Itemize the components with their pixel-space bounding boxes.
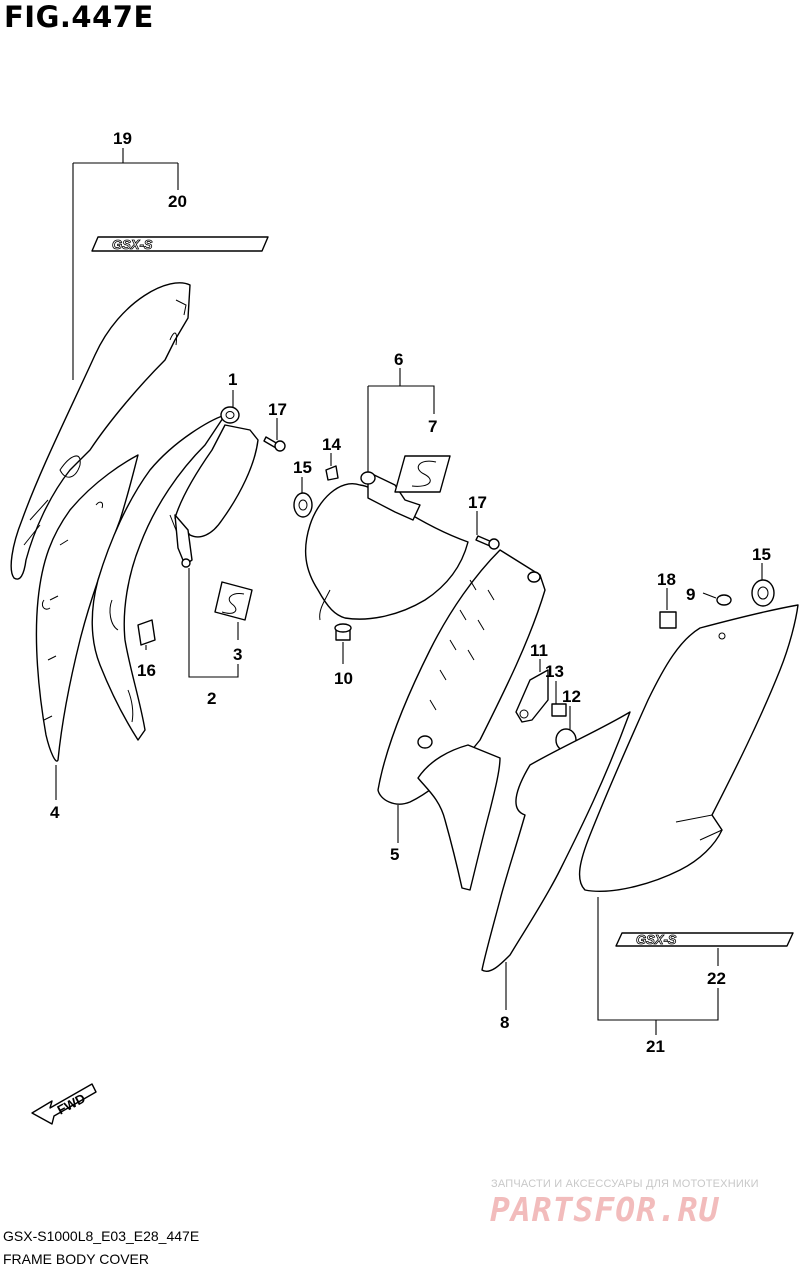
callout-4: 4 bbox=[50, 803, 60, 822]
watermark-site: PARTSFOR.RU bbox=[490, 1190, 720, 1229]
callout-15-center: 15 bbox=[293, 458, 312, 477]
part-10-bolt bbox=[334, 623, 352, 641]
callout-22: 22 bbox=[707, 969, 726, 988]
callout-9: 9 bbox=[686, 585, 695, 604]
callout-5: 5 bbox=[390, 845, 399, 864]
callout-16: 16 bbox=[137, 661, 156, 680]
part-20-gsxs-emblem: GSX-S bbox=[91, 236, 269, 252]
emblem-text-20: GSX-S bbox=[112, 237, 153, 252]
part-3-suzuki-emblem bbox=[214, 581, 253, 621]
part-5-front-panel bbox=[377, 549, 546, 891]
callout-3: 3 bbox=[233, 645, 242, 664]
watermark-tagline: ЗАПЧАСТИ И АКСЕССУАРЫ ДЛЯ МОТОТЕХНИКИ bbox=[491, 1178, 759, 1190]
callout-18: 18 bbox=[657, 570, 676, 589]
callout-13: 13 bbox=[545, 662, 564, 681]
leader-lines bbox=[55, 148, 763, 1035]
callout-21: 21 bbox=[646, 1037, 665, 1056]
part-16-cushion bbox=[137, 619, 156, 646]
part-1-grommet bbox=[220, 406, 240, 424]
part-2-inner-panel bbox=[91, 414, 259, 741]
callout-2: 2 bbox=[207, 689, 216, 708]
part-15-grommet-right bbox=[751, 579, 775, 607]
footer-model-code: GSX-S1000L8_E03_E28_447E bbox=[3, 1228, 200, 1244]
part-8-inner-cover bbox=[481, 711, 631, 972]
callout-17-left: 17 bbox=[268, 400, 287, 419]
part-22-gsxs-emblem: GSX-S bbox=[615, 932, 794, 947]
callout-19: 19 bbox=[113, 129, 132, 148]
callout-15-right: 15 bbox=[752, 545, 771, 564]
part-18-clip bbox=[659, 611, 677, 629]
part-11-bracket bbox=[515, 669, 549, 723]
callout-1: 1 bbox=[228, 370, 237, 389]
part-14-clip bbox=[325, 465, 339, 481]
part-13-screw bbox=[551, 703, 567, 717]
footer-section-name: FRAME BODY COVER bbox=[3, 1251, 149, 1267]
callout-10: 10 bbox=[334, 669, 353, 688]
part-21-right-cover bbox=[578, 604, 799, 892]
part-19-left-cover bbox=[10, 282, 191, 580]
part-17-screw-center bbox=[475, 535, 500, 550]
callouts: 19 20 1 17 14 15 6 7 17 15 18 9 3 16 10 … bbox=[50, 129, 771, 1056]
callout-8: 8 bbox=[500, 1013, 509, 1032]
emblem-text-22: GSX-S bbox=[636, 932, 677, 947]
part-17-screw-left bbox=[263, 436, 286, 452]
part-9-screw bbox=[716, 594, 732, 606]
callout-14: 14 bbox=[322, 435, 341, 454]
callout-20: 20 bbox=[168, 192, 187, 211]
callout-11: 11 bbox=[530, 641, 548, 660]
callout-7: 7 bbox=[428, 417, 437, 436]
part-15-grommet-center bbox=[293, 492, 313, 518]
fwd-arrow-icon: FWD bbox=[31, 1083, 97, 1125]
callout-12: 12 bbox=[562, 687, 581, 706]
part-6-center-cover bbox=[304, 471, 469, 621]
part-7-suzuki-emblem bbox=[394, 455, 451, 493]
fwd-label: FWD bbox=[55, 1090, 88, 1117]
figure-title: FIG.447E bbox=[4, 0, 154, 34]
callout-6: 6 bbox=[394, 350, 403, 369]
callout-17-center: 17 bbox=[468, 493, 487, 512]
